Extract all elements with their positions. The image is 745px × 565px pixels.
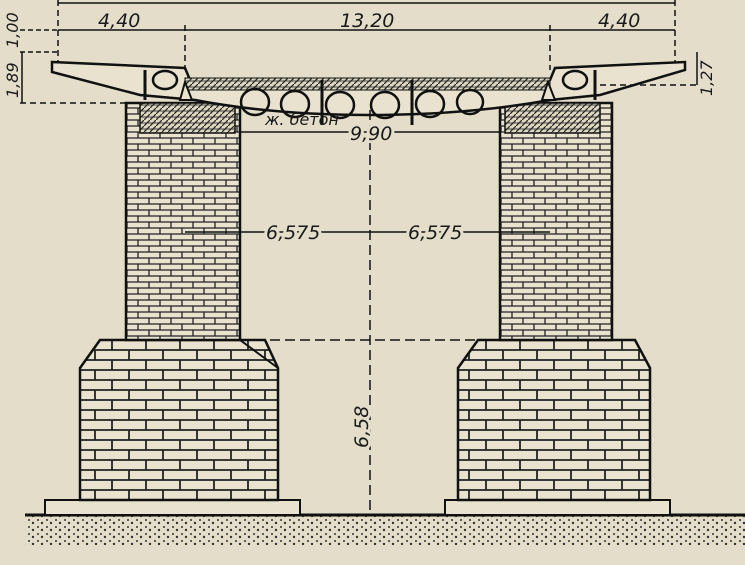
dim-half-axis-right: 6,575 [408,222,462,244]
dim-center-span: 13,20 [340,10,394,32]
dim-clearance-height: 6,58 [351,406,373,448]
material-label: ж. бетон [264,110,339,129]
bridge-deck [50,60,687,125]
ground [25,513,745,545]
dim-pier-clear-span: 9,90 [350,123,392,145]
left-pier [44,101,301,516]
right-pier [444,101,671,516]
dim-right-cantilever: 4,40 [598,10,640,32]
dim-left-cantilever: 4,40 [98,10,140,32]
dim-deck-thickness: 1,00 [3,12,22,48]
dimension-lines [20,0,700,515]
dim-half-axis-left: 6,575 [266,222,320,244]
dim-right-height: 1,27 [697,60,716,96]
dim-left-height: 1,89 [3,62,22,98]
hollow-cores [151,69,589,120]
